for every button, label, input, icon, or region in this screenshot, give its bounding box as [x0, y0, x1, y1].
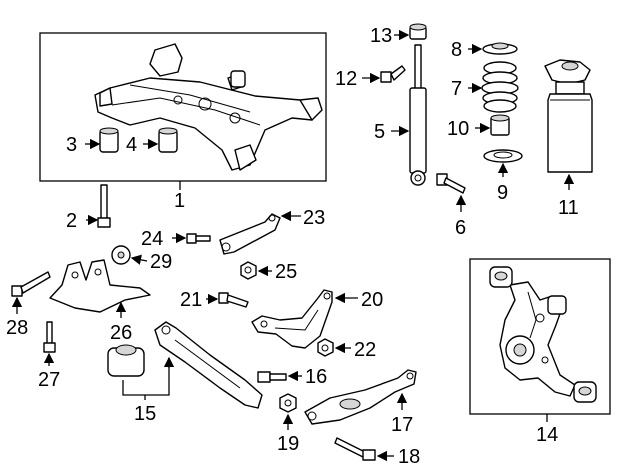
callout-25: 25 [275, 261, 297, 283]
callout-20: 20 [361, 289, 383, 311]
part-4-bushing [158, 127, 178, 153]
callout-6: 6 [455, 217, 466, 239]
callout-12: 12 [335, 68, 357, 90]
callout-9: 9 [497, 182, 508, 204]
callout-7: 7 [451, 78, 462, 100]
callout-5: 5 [374, 121, 385, 143]
callout-13: 13 [370, 25, 392, 47]
callout-16: 16 [305, 366, 327, 388]
callout-8: 8 [451, 39, 462, 61]
part-18-bolt [334, 437, 376, 461]
part-26-bracket [49, 259, 151, 313]
part-9-lower-spring-seat [483, 149, 523, 163]
part-2-bolt [97, 184, 111, 228]
part-12-bolt [380, 65, 406, 83]
part-6-bolt [436, 173, 466, 194]
part-15-bushing [107, 344, 145, 377]
callout-15: 15 [134, 403, 156, 425]
part-8-spring-seat [482, 42, 518, 55]
callout-26: 26 [110, 322, 132, 344]
part-14-lower-bushing [573, 381, 597, 403]
part-21-bolt [218, 292, 249, 308]
part-23-control-link [219, 213, 281, 255]
part-14-side-bushing [547, 295, 567, 315]
part-15-lower-arm [154, 321, 263, 409]
part-19-nut [279, 393, 297, 413]
callout-28: 28 [6, 317, 28, 339]
part-13-nut [409, 23, 427, 40]
callout-3: 3 [66, 134, 77, 156]
knuckle-inset-box [469, 258, 611, 415]
callout-22: 22 [354, 339, 376, 361]
part-10-bump-stop [490, 114, 510, 136]
part-5-shock-absorber [409, 44, 427, 186]
callout-24: 24 [141, 228, 163, 250]
callout-2: 2 [66, 210, 77, 232]
callout-1: 1 [174, 190, 185, 212]
callout-10: 10 [447, 118, 469, 140]
callout-18: 18 [398, 446, 420, 468]
part-7-coil-spring [481, 61, 519, 113]
part-29-bushing [111, 245, 131, 265]
part-24-bolt [186, 233, 211, 244]
callout-29: 29 [150, 251, 172, 273]
part-17-lower-link [304, 369, 417, 425]
callout-21: 21 [180, 289, 202, 311]
part-1-crossmember [94, 43, 323, 171]
part-11-strut-assembly [544, 59, 593, 173]
crossmember-inset-box [39, 32, 327, 182]
part-16-bolt [257, 371, 287, 383]
callout-19: 19 [277, 433, 299, 455]
callout-4: 4 [126, 134, 137, 156]
callout-27: 27 [38, 369, 60, 391]
part-22-nut [317, 338, 334, 357]
callout-17: 17 [391, 414, 413, 436]
part-25-nut [240, 261, 257, 280]
part-1-mount-bushing [230, 70, 246, 88]
part-28-bolt [11, 271, 51, 297]
callout-23: 23 [303, 207, 325, 229]
callout-11: 11 [558, 197, 579, 219]
part-20-control-arm [251, 289, 333, 349]
part-27-bolt [43, 321, 56, 353]
callout-14: 14 [536, 424, 558, 446]
part-14-upper-bushing [489, 266, 513, 288]
part-3-bushing [99, 127, 119, 153]
